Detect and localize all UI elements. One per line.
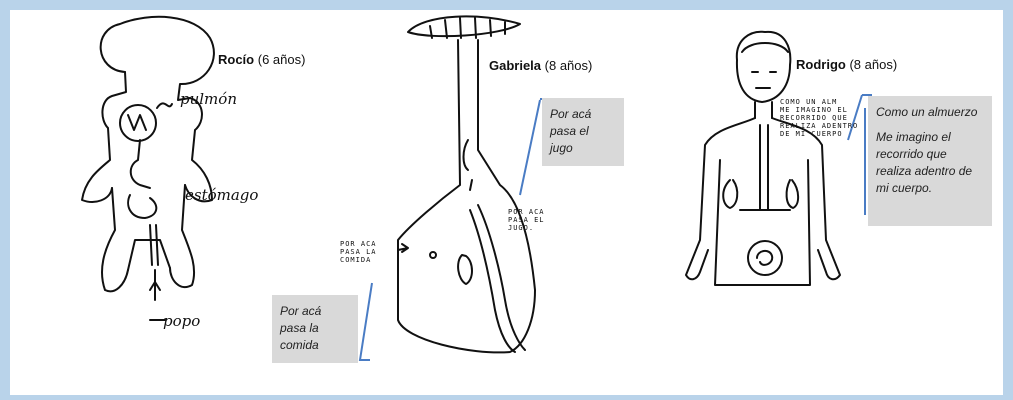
callout-food-line: comida [280,337,350,354]
callout-recorrido-line: mi cuerpo. [876,180,984,197]
callout-juice-line: Por acá [550,106,616,123]
callout-juice: Por acá pasa el jugo [542,98,624,166]
callout-food-line: Por acá [280,303,350,320]
age-gabriela: (8 años) [545,58,593,73]
age-rodrigo: (8 años) [849,57,897,72]
title-rodrigo: Rodrigo (8 años) [796,57,897,72]
handwritten-food: POR ACA PASA LA COMIDA [340,240,377,264]
callout-juice-line: jugo [550,140,616,157]
label-stomach: estómago [185,186,258,204]
name-gabriela: Gabriela [489,58,541,73]
callout-recorrido-line: realiza adentro de [876,163,984,180]
label-lung: pulmón [180,90,237,108]
callout-rodrigo: Como un almuerzo Me imagino el recorrido… [868,96,992,226]
rocio-drawing [82,17,214,320]
callout-recorrido-line: recorrido que [876,146,984,163]
callout-juice-line: pasa el [550,123,616,140]
title-rocio: Rocío (6 años) [218,52,305,67]
handwritten-juice: POR ACA PASA EL JUGO. [508,208,545,232]
label-poop: popo [163,312,200,330]
callout-recorrido-line: Me imagino el [876,129,984,146]
callout-food-line: pasa la [280,320,350,337]
title-gabriela: Gabriela (8 años) [489,58,592,73]
name-rocio: Rocío [218,52,254,67]
age-rocio: (6 años) [258,52,306,67]
handwritten-rodrigo: COMO UN ALM ME IMAGINO EL RECORRIDO QUE … [780,98,858,138]
connector-juice [520,100,540,195]
callout-almuerzo: Como un almuerzo [876,104,984,121]
connector-food [360,283,372,360]
callout-food: Por acá pasa la comida [272,295,358,363]
name-rodrigo: Rodrigo [796,57,846,72]
